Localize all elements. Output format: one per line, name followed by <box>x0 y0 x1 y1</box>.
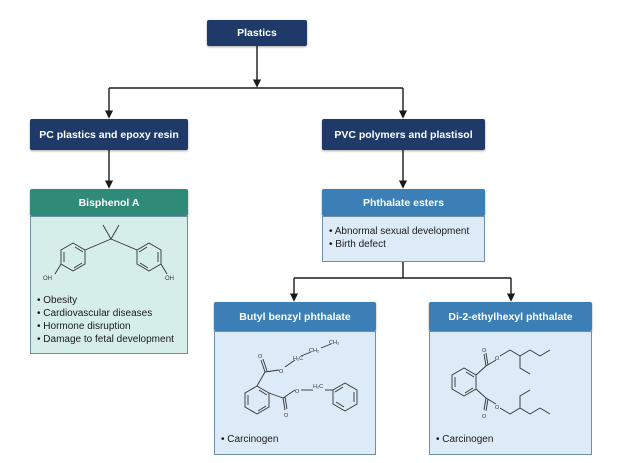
h2c-benzyl-label: H₂C <box>313 384 323 390</box>
bisphenol-a-header: Bisphenol A <box>30 189 188 216</box>
effect-item: Damage to fetal development <box>37 333 174 346</box>
plastics-node: Plastics <box>207 20 307 46</box>
bbp-structure: O O O O H₂C CH₂ CH₃ H₂C <box>244 340 358 419</box>
bbp-panel: O O O O H₂C CH₂ CH₃ H₂C Carcinogen <box>214 331 376 455</box>
svg-text:O: O <box>284 413 289 419</box>
effect-item: Hormone disruption <box>37 320 174 333</box>
effect-item: Carcinogen <box>221 433 278 446</box>
dehp-panel: O O O O Carcinogen <box>429 331 592 455</box>
bisphenol-a-effects: Obesity Cardiovascular diseases Hormone … <box>37 294 174 346</box>
oh-left-label: OH <box>43 276 52 282</box>
phthalate-esters-header: Phthalate esters <box>322 189 485 216</box>
svg-text:O: O <box>495 356 500 362</box>
svg-text:O: O <box>482 414 487 420</box>
pvc-polymers-node: PVC polymers and plastisol <box>322 119 485 150</box>
bbp-header: Butyl benzyl phthalate <box>214 302 376 331</box>
oh-right-label: OH <box>165 276 174 282</box>
phthalate-effects: Abnormal sexual development Birth defect <box>329 225 470 251</box>
dehp-effects: Carcinogen <box>436 433 493 446</box>
effect-item: Abnormal sexual development <box>329 225 470 238</box>
bbp-effects: Carcinogen <box>221 433 278 446</box>
pc-plastics-node: PC plastics and epoxy resin <box>30 119 188 150</box>
ch3-label: CH₃ <box>329 340 339 346</box>
effect-item: Obesity <box>37 294 174 307</box>
effect-item: Birth defect <box>329 238 469 251</box>
bisphenol-a-structure: OH OH <box>43 224 174 282</box>
svg-text:O: O <box>258 354 263 360</box>
h2c-label: H₂C <box>293 356 303 362</box>
svg-text:O: O <box>495 405 500 411</box>
dehp-structure: O O O O <box>451 348 551 420</box>
phthalate-esters-panel: Abnormal sexual development Birth defect <box>322 216 485 262</box>
svg-text:O: O <box>295 389 300 395</box>
effect-item: Carcinogen <box>436 433 493 446</box>
bisphenol-a-panel: OH OH Obesity Cardiovascular diseases Ho… <box>30 216 188 354</box>
ch2-label: CH₂ <box>309 348 319 354</box>
effect-item: Cardiovascular diseases <box>37 307 174 320</box>
svg-text:O: O <box>279 369 284 375</box>
svg-text:O: O <box>482 348 487 354</box>
dehp-header: Di-2-ethylhexyl phthalate <box>429 302 592 331</box>
